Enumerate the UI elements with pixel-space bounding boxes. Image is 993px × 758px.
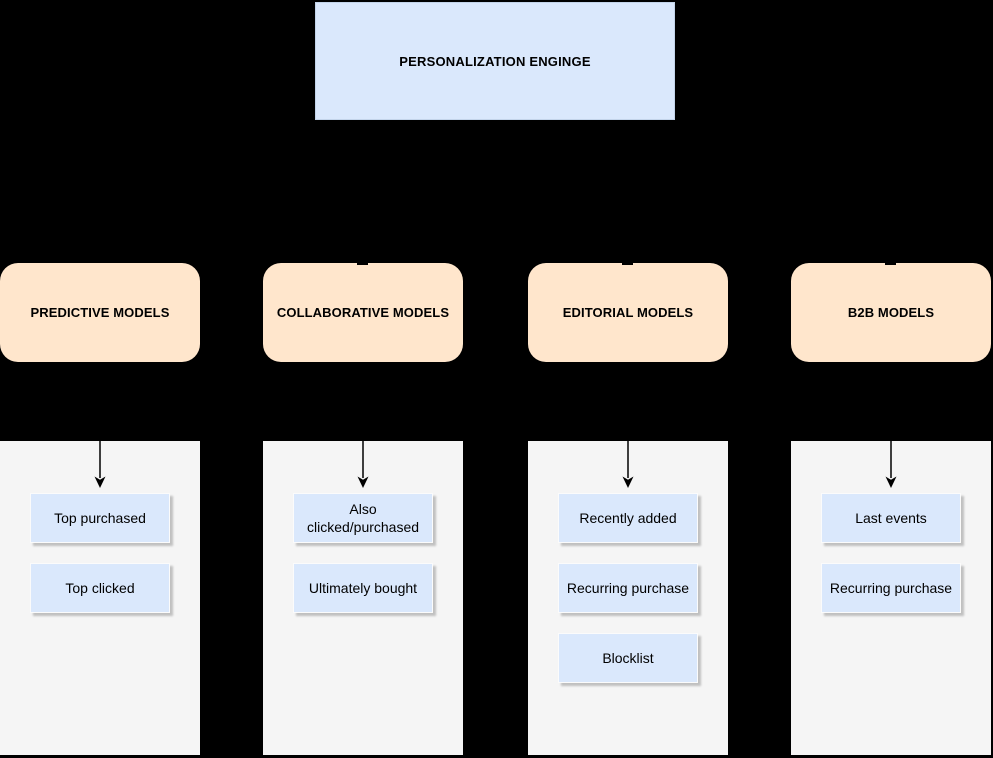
item-label: Top clicked — [65, 580, 135, 596]
category-node-predictive-models: PREDICTIVE MODELS — [0, 263, 200, 362]
item-label: Recently added — [579, 510, 677, 526]
connector-stub — [885, 262, 896, 265]
category-label: B2B MODELS — [847, 305, 935, 320]
connector-stub — [622, 262, 633, 265]
down-arrow-icon — [357, 441, 369, 488]
item-node: Last events — [821, 493, 961, 543]
lane-predictive-models: Top purchased Top clicked — [0, 441, 200, 755]
item-label: Recurring purchase — [566, 580, 690, 596]
lane-b2b-models: Last events Recurring purchase — [791, 441, 991, 755]
item-label: Last events — [855, 510, 927, 526]
item-label: Ultimately bought — [308, 580, 418, 596]
item-node: Top purchased — [30, 493, 170, 543]
item-node: Blocklist — [558, 633, 698, 683]
lane-collaborative-models: Also clicked/purchased Ultimately bought — [263, 441, 463, 755]
item-node: Top clicked — [30, 563, 170, 613]
connector-stub — [357, 262, 368, 265]
item-node: Also clicked/purchased — [293, 493, 433, 543]
item-label: Top purchased — [54, 510, 146, 526]
item-label: Blocklist — [602, 650, 654, 666]
category-label: COLLABORATIVE MODELS — [276, 305, 450, 320]
down-arrow-icon — [94, 441, 106, 488]
down-arrow-icon — [622, 441, 634, 488]
item-node: Recently added — [558, 493, 698, 543]
category-label: PREDICTIVE MODELS — [30, 305, 170, 320]
item-node: Ultimately bought — [293, 563, 433, 613]
item-label: Also clicked/purchased — [306, 501, 420, 535]
category-node-editorial-models: EDITORIAL MODELS — [528, 262, 728, 362]
root-node-personalization-engine: PERSONALIZATION ENGINGE — [315, 2, 675, 120]
item-node: Recurring purchase — [558, 563, 698, 613]
category-label: EDITORIAL MODELS — [562, 305, 694, 320]
lane-editorial-models: Recently added Recurring purchase Blockl… — [528, 441, 728, 755]
root-node-label: PERSONALIZATION ENGINGE — [399, 53, 591, 69]
category-node-b2b-models: B2B MODELS — [791, 262, 991, 362]
item-node: Recurring purchase — [821, 563, 961, 613]
down-arrow-icon — [885, 441, 897, 488]
category-node-collaborative-models: COLLABORATIVE MODELS — [263, 262, 463, 362]
item-label: Recurring purchase — [829, 580, 953, 596]
